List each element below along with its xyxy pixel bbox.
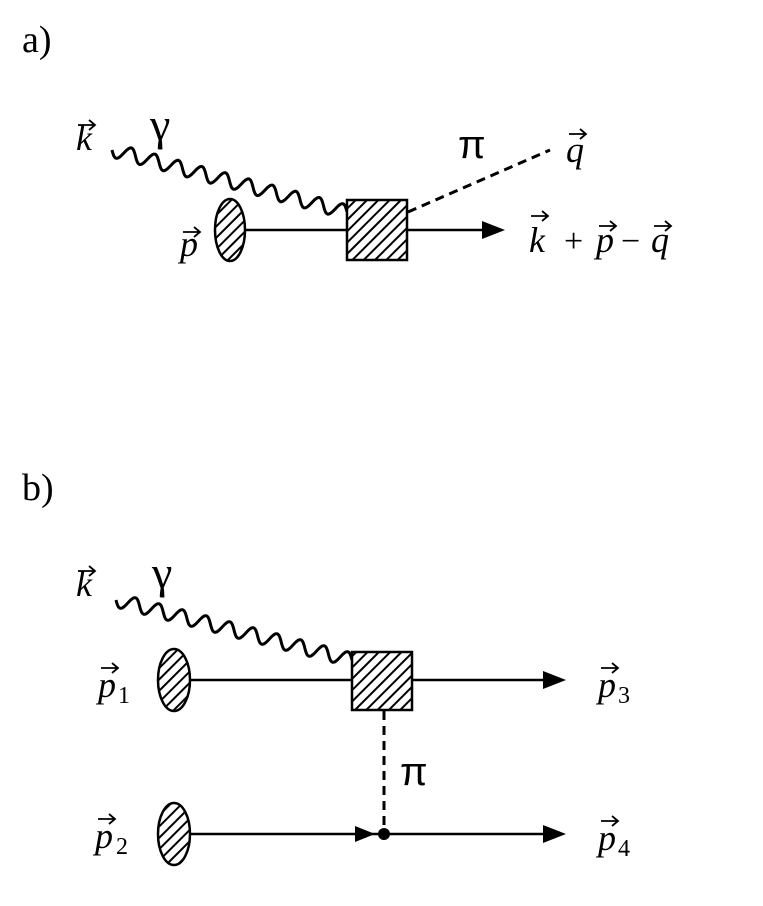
- photon-line-b: [114, 596, 354, 664]
- nucleon-momentum-a-text: p: [177, 224, 198, 264]
- arrow-head-icon: [543, 825, 566, 843]
- p2-main: p: [92, 816, 113, 856]
- vertex-dot-b: [378, 828, 390, 840]
- nucleon-blob-b1: [156, 647, 192, 713]
- final-q: q: [651, 220, 669, 260]
- momentum-p3: p 3: [595, 662, 630, 709]
- vector-arrow-icon: [98, 813, 117, 825]
- panel-b: b) k γ p 1 p 3 π p 2: [22, 467, 630, 867]
- pion-symbol-a: π: [458, 123, 486, 167]
- pion-symbol-b: π: [400, 750, 428, 794]
- panel-a: a) k γ π q p k + p: [22, 19, 673, 264]
- photon-line-a: [110, 146, 349, 216]
- panel-a-label: a): [22, 19, 52, 61]
- vertex-box-a: [345, 198, 409, 262]
- p4-sub: 4: [618, 836, 630, 862]
- arrow-head-icon: [543, 671, 566, 689]
- final-plus: +: [564, 223, 583, 260]
- momentum-p2: p 2: [92, 813, 128, 860]
- vector-arrow-icon: [78, 565, 97, 577]
- vector-arrow-icon: [183, 226, 202, 238]
- p3-sub: 3: [618, 683, 630, 709]
- vector-arrow-icon: [601, 662, 620, 674]
- p3-main: p: [595, 665, 616, 705]
- vector-arrow-icon: [654, 220, 673, 232]
- vector-arrow-icon: [78, 119, 97, 131]
- vector-arrow-icon: [569, 128, 588, 140]
- photon-momentum-a: k: [76, 118, 97, 158]
- panel-b-label: b): [22, 467, 54, 509]
- p4-main: p: [595, 818, 616, 858]
- photon-momentum-b-text: k: [76, 564, 93, 604]
- vector-arrow-icon: [601, 815, 620, 827]
- p2-sub: 2: [116, 834, 128, 860]
- vector-arrow-icon: [101, 662, 120, 674]
- p1-main: p: [95, 665, 116, 705]
- vertex-box-b: [350, 650, 414, 712]
- p1-sub: 1: [118, 683, 130, 709]
- photon-symbol-a: γ: [149, 99, 170, 150]
- photon-symbol-b: γ: [151, 547, 172, 598]
- momentum-p4: p 4: [595, 815, 630, 862]
- pion-momentum-a: q: [566, 128, 588, 170]
- vector-arrow-icon: [531, 210, 550, 222]
- momentum-p1: p 1: [95, 662, 130, 709]
- nucleon-momentum-a: p: [177, 224, 202, 264]
- pion-momentum-a-text: q: [566, 130, 584, 170]
- arrow-head-icon: [482, 221, 505, 239]
- pion-line-a: [407, 148, 551, 214]
- nucleon-blob-b2: [156, 801, 192, 867]
- photon-momentum-b: k: [76, 564, 97, 604]
- final-state-a: k + p − q: [529, 210, 673, 260]
- final-minus: −: [621, 223, 640, 260]
- final-k: k: [529, 220, 546, 260]
- final-p: p: [593, 220, 614, 260]
- arrow-head-icon: [355, 826, 375, 842]
- photon-momentum-a-text: k: [76, 118, 93, 158]
- vector-arrow-icon: [599, 220, 618, 232]
- nucleon-blob-a: [213, 197, 247, 263]
